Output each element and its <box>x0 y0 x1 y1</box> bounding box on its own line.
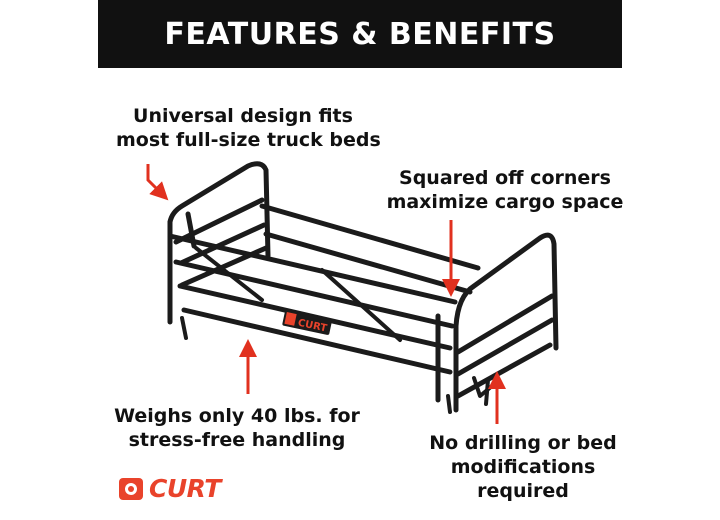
left-gate <box>167 161 271 325</box>
callout-drilling-line-2: modifications <box>450 456 596 478</box>
callout-squared-line-1: Squared off corners <box>399 167 611 189</box>
brand-logo-text: CURT <box>149 474 221 503</box>
mount-brackets <box>180 316 494 414</box>
callout-universal-line-2: most full-size truck beds <box>116 129 381 151</box>
brand-logo: CURT <box>118 474 221 503</box>
callout-universal-line-1: Universal design fits <box>133 105 353 127</box>
header-title: FEATURES & BENEFITS <box>164 16 556 52</box>
arrow-universal <box>146 164 169 201</box>
callout-drilling-line-1: No drilling or bed <box>429 432 617 454</box>
callout-drilling-line-3: required <box>477 480 569 502</box>
side-rails <box>167 203 481 375</box>
callout-arrows <box>146 164 506 424</box>
callout-universal: Universal design fits most full-size tru… <box>116 104 381 152</box>
callout-weighs: Weighs only 40 lbs. for stress-free hand… <box>112 404 362 452</box>
hitch-logo-icon <box>119 477 143 500</box>
bed-extender-frame <box>167 161 559 414</box>
callout-drilling: No drilling or bed modifications require… <box>418 431 628 503</box>
callout-squared-line-2: maximize cargo space <box>386 191 624 213</box>
callout-weighs-line-2: stress-free handling <box>128 429 346 451</box>
header-banner: FEATURES & BENEFITS <box>98 0 622 68</box>
diagonal-braces <box>194 246 402 342</box>
callout-weighs-line-1: Weighs only 40 lbs. for <box>114 405 360 427</box>
callout-squared: Squared off corners maximize cargo space <box>384 166 626 214</box>
right-gate <box>435 232 559 413</box>
